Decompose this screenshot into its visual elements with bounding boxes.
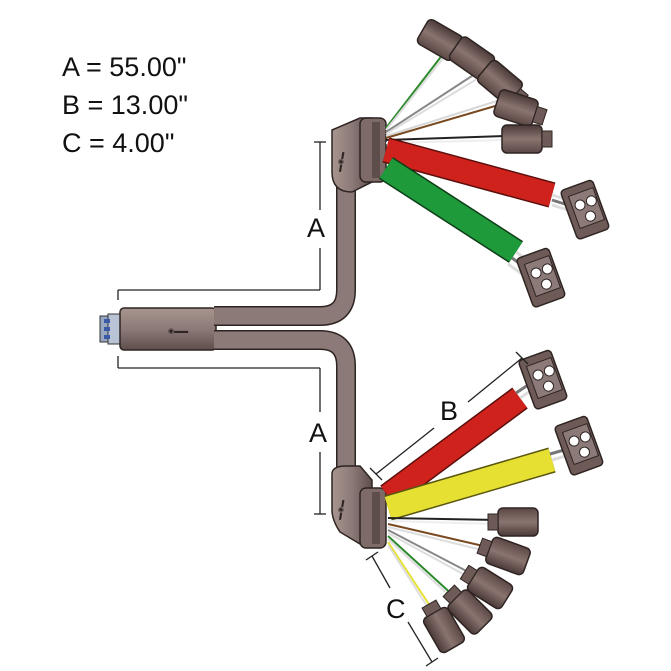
svg-text:◉▬▬: ◉▬▬ xyxy=(168,328,188,335)
lower-flat-connector-1 xyxy=(518,349,568,410)
lower-plug-caps xyxy=(421,507,539,654)
upper-plug-caps xyxy=(416,18,553,154)
dimension-c xyxy=(365,551,439,667)
upper-flat-connector-1 xyxy=(560,179,610,240)
dimension-label-a-lower: A xyxy=(309,418,327,448)
legend-b: B = 13.00" xyxy=(62,90,188,120)
main-connector: ◉▬▬ xyxy=(99,307,217,351)
upper-flat-connector-2 xyxy=(516,247,566,308)
upper-red-sleeve xyxy=(382,137,569,212)
legend-a: A = 55.00" xyxy=(62,52,187,82)
svg-text:▬◉▬: ▬◉▬ xyxy=(336,151,346,172)
lower-flat-connector-2 xyxy=(554,415,604,476)
dimension-legend: A = 55.00" B = 13.00" C = 4.00" xyxy=(62,48,188,162)
dimension-b xyxy=(369,351,529,481)
lower-wires xyxy=(387,517,499,615)
svg-text:▬◉▬: ▬◉▬ xyxy=(336,499,346,520)
dimension-a-upper xyxy=(117,141,326,300)
lower-hub: ▬◉▬ xyxy=(331,465,387,549)
dimension-label-c: C xyxy=(386,594,406,624)
dimension-label-b: B xyxy=(440,396,458,426)
lower-yellow-sleeve xyxy=(384,447,567,521)
dimension-label-a-upper: A xyxy=(307,213,325,243)
legend-c: C = 4.00" xyxy=(62,128,175,158)
dimension-a-lower xyxy=(117,356,326,515)
trunk-cables xyxy=(214,185,356,475)
upper-hub: ▬◉▬ xyxy=(331,117,387,193)
upper-wires xyxy=(385,44,506,144)
